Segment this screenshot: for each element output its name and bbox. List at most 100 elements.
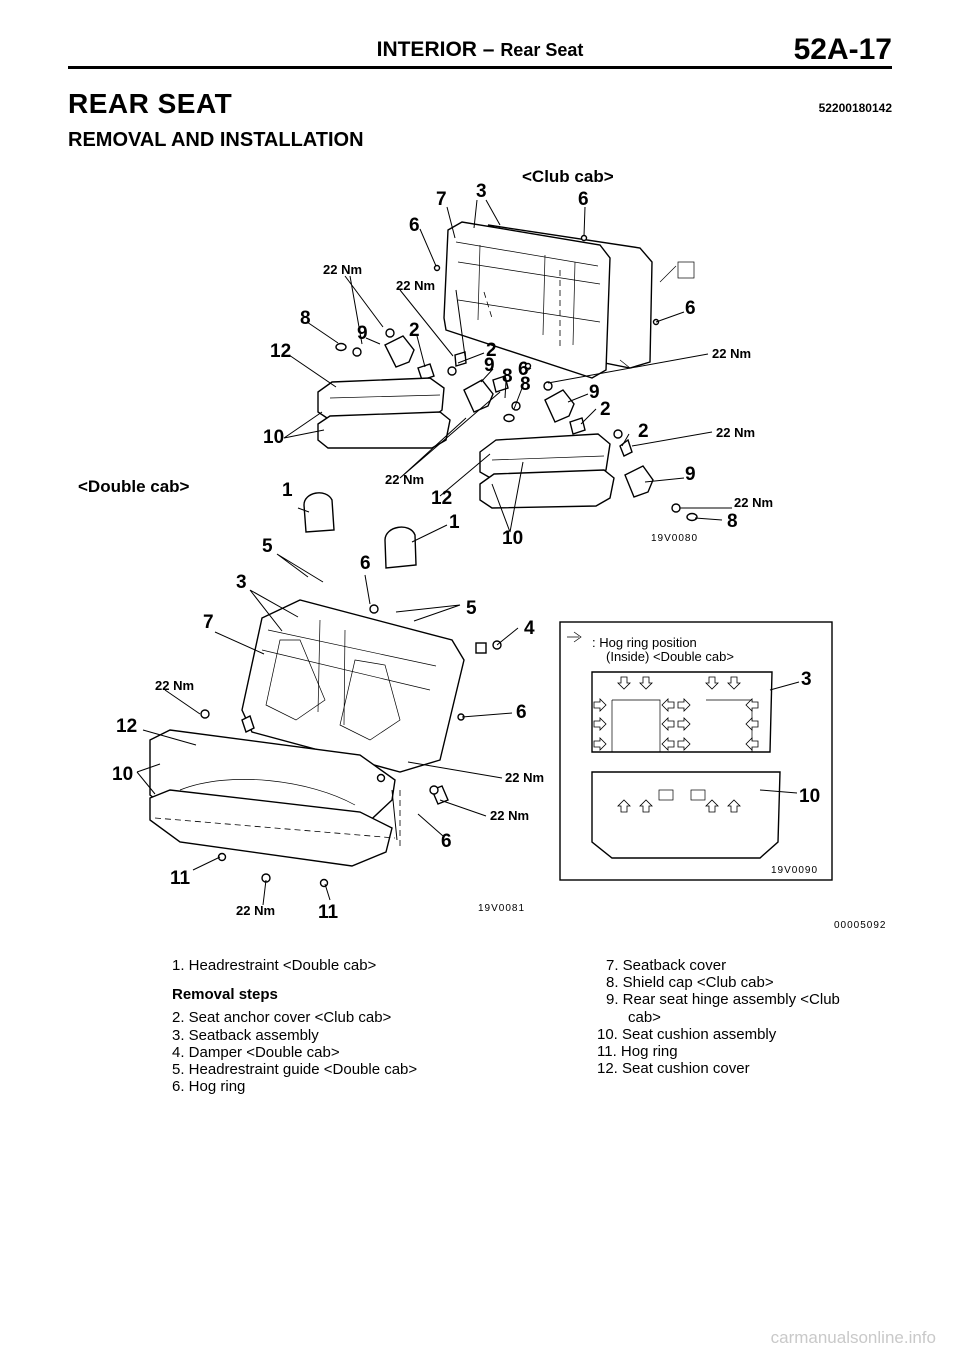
hog-ring-arrows	[593, 676, 759, 813]
callout-number: 6	[360, 553, 371, 574]
torque-label: 22 Nm	[716, 425, 755, 440]
header-title-main: INTERIOR	[376, 38, 477, 61]
legend-item-5: 5. Headrestraint guide <Double cab>	[172, 1061, 418, 1079]
hog-ring-position-inset: : Hog ring position (Inside) <Double cab…	[559, 621, 833, 881]
legend-item-6: 6. Hog ring	[172, 1078, 246, 1096]
hog-ring-arrow	[705, 799, 719, 813]
callout-leaders	[136, 199, 800, 906]
torque-labels: 22 Nm 22 Nm 22 Nm 22 Nm 22 Nm 22 Nm 22 N…	[155, 262, 773, 918]
figure-code: 00005092	[834, 920, 887, 931]
callout-number: 5	[466, 598, 477, 619]
callout-number: 1	[282, 480, 293, 501]
legend-item-10: 10. Seat cushion assembly	[597, 1025, 777, 1043]
legend-column-right: 7. Seatback cover 8. Shield cap <Club ca…	[597, 957, 877, 1077]
hog-ring-arrow	[617, 799, 631, 813]
header-title-sub: Rear Seat	[500, 40, 584, 60]
hog-ring-arrow	[661, 737, 675, 751]
torque-label: 22 Nm	[155, 678, 194, 693]
callout-number: 7	[436, 189, 447, 210]
page-code: 52A-17	[793, 33, 892, 66]
legend-item-7: 7. Seatback cover	[606, 957, 727, 974]
legend-item-11: 11. Hog ring	[597, 1043, 678, 1061]
legend-item-9-cont: cab>	[628, 1008, 661, 1026]
legend-item-1: 1. Headrestraint <Double cab>	[172, 957, 377, 974]
callout-number: 2	[486, 340, 497, 361]
rear-seat-exploded-diagram: <Club cab> <Double cab>	[78, 167, 887, 931]
inset-note-line1: : Hog ring position	[592, 635, 697, 650]
callout-number: 10	[112, 764, 133, 785]
hog-ring-arrow	[661, 717, 675, 731]
section-code: 52200180142	[818, 101, 892, 115]
callout-number: 10	[263, 427, 284, 448]
header-rule	[68, 66, 892, 69]
callout-number: 10	[502, 528, 523, 549]
callout-number: 3	[476, 181, 487, 202]
callout-number: 5	[262, 536, 273, 557]
legend-item-4: 4. Damper <Double cab>	[172, 1043, 340, 1061]
callout-number: 9	[484, 355, 495, 376]
callout-number: 8	[300, 308, 311, 329]
section-subtitle: REMOVAL AND INSTALLATION	[68, 129, 364, 151]
legend-item-8: 8. Shield cap <Club cab>	[606, 974, 774, 992]
callout-number: 1	[449, 512, 460, 533]
header-title-sep: –	[476, 38, 501, 61]
hog-ring-arrow	[617, 676, 631, 690]
hog-ring-arrow	[745, 717, 759, 731]
callout-number: 8	[502, 366, 513, 387]
callout-number: 9	[589, 382, 600, 403]
hog-ring-arrow	[639, 799, 653, 813]
callout-number: 3	[801, 669, 812, 690]
callout-number: 6	[516, 702, 527, 723]
hog-ring-arrow	[677, 737, 691, 751]
legend-item-12: 12. Seat cushion cover	[597, 1060, 750, 1078]
torque-label: 22 Nm	[505, 770, 544, 785]
torque-label: 22 Nm	[323, 262, 362, 277]
callout-number: 2	[638, 421, 649, 442]
callout-number: 9	[357, 323, 368, 344]
hog-ring-arrow	[745, 737, 759, 751]
hog-ring-arrow	[593, 717, 607, 731]
callout-number: 3	[236, 572, 247, 593]
callout-number: 7	[203, 612, 214, 633]
callout-number: 8	[520, 374, 531, 395]
inset-code: 19V0090	[771, 865, 818, 876]
double-cab-figure-code: 19V0081	[478, 903, 525, 914]
club-cab-figure-code: 19V0080	[651, 533, 698, 544]
callout-numbers: 7 3 6 6 6 8 9 2 12 2 9 8 6 8 9 2 10 2 9 …	[112, 181, 820, 923]
torque-label: 22 Nm	[490, 808, 529, 823]
legend-item-3: 3. Seatback assembly	[172, 1026, 319, 1044]
hog-ring-arrow	[593, 737, 607, 751]
double-cab-seat	[149, 492, 502, 888]
callout-number: 8	[727, 511, 738, 532]
club-cab-seatback	[443, 221, 695, 379]
torque-label: 22 Nm	[385, 472, 424, 487]
torque-label: 22 Nm	[734, 495, 773, 510]
callout-number: 6	[578, 189, 589, 210]
hog-ring-arrow	[639, 676, 653, 690]
callout-number: 6	[685, 298, 696, 319]
callout-number: 6	[518, 359, 529, 380]
callout-number: 12	[116, 716, 137, 737]
torque-label: 22 Nm	[712, 346, 751, 361]
legend-item-2: 2. Seat anchor cover <Club cab>	[172, 1009, 392, 1027]
callout-number: 12	[431, 488, 452, 509]
hog-ring-arrow	[727, 799, 741, 813]
club-cab-cushions	[317, 377, 615, 509]
club-cab-caption: <Club cab>	[522, 167, 614, 186]
hog-ring-arrow	[745, 698, 759, 712]
hog-ring-arrow	[677, 698, 691, 712]
callout-number: 11	[170, 868, 191, 889]
callout-number: 12	[270, 341, 291, 362]
callout-number: 2	[409, 320, 420, 341]
hog-ring-arrow	[661, 698, 675, 712]
callout-number: 9	[685, 464, 696, 485]
callout-number: 10	[799, 786, 820, 807]
callout-number: 11	[318, 902, 339, 923]
hog-ring-arrow	[593, 698, 607, 712]
callout-number: 6	[409, 215, 420, 236]
callout-number: 2	[600, 399, 611, 420]
section-title: REAR SEAT	[68, 88, 233, 119]
watermark: carmanualsonline.info	[770, 1328, 936, 1347]
torque-label: 22 Nm	[236, 903, 275, 918]
hog-ring-arrow	[677, 717, 691, 731]
